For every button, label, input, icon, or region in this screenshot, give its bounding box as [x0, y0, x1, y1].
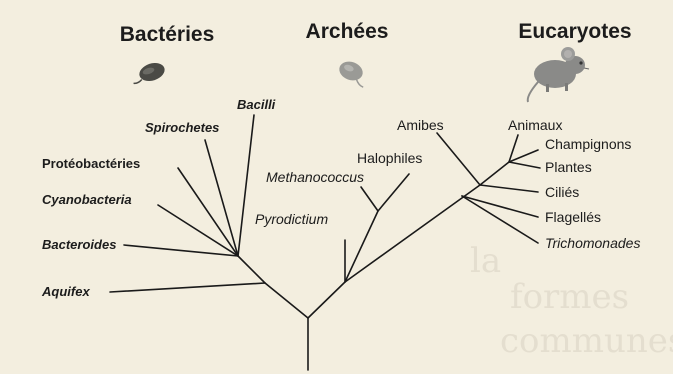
background-show-through: la formes communes	[470, 241, 673, 361]
leaf-cilies: Ciliés	[545, 184, 579, 200]
bacterium-icon	[129, 60, 167, 87]
leaf-animaux: Animaux	[508, 117, 562, 133]
mouse-icon	[528, 47, 589, 102]
domain-title-bacteria: Bactéries	[120, 23, 215, 46]
leaf-aquifex: Aquifex	[41, 284, 90, 299]
domain-title-archaea: Archées	[306, 20, 389, 43]
leaf-flagelles: Flagellés	[545, 209, 601, 225]
leaf-pyrodictium: Pyrodictium	[255, 211, 328, 227]
domain-title-eukaryotes: Eucaryotes	[518, 20, 631, 43]
svg-text:la: la	[470, 241, 501, 281]
archaeon-icon	[336, 58, 370, 87]
leaf-proteobacteria: Protéobactéries	[42, 156, 140, 171]
leaf-methanococcus: Methanococcus	[266, 169, 364, 185]
leaf-cyanobacteria: Cyanobacteria	[42, 192, 132, 207]
svg-text:communes: communes	[500, 321, 673, 361]
leaf-bacteroides: Bacteroides	[42, 237, 116, 252]
leaf-plantes: Plantes	[545, 159, 592, 175]
leaf-champignons: Champignons	[545, 136, 631, 152]
svg-text:formes: formes	[510, 277, 629, 317]
leaf-amibes: Amibes	[397, 117, 444, 133]
leaf-bacilli: Bacilli	[237, 97, 276, 112]
leaf-trichomonades: Trichomonades	[545, 235, 640, 251]
leaf-spirochetes: Spirochetes	[145, 120, 219, 135]
leaf-halophiles: Halophiles	[357, 150, 422, 166]
